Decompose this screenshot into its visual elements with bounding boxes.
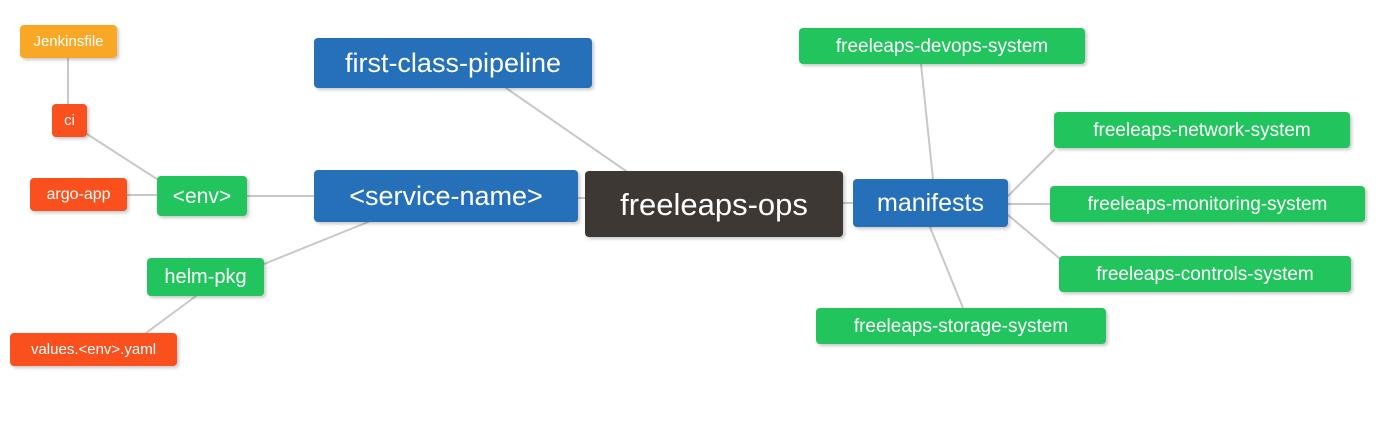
mindmap-node-freeleaps-devops-system[interactable]: freeleaps-devops-system	[799, 28, 1085, 64]
edge-manifests-to-freeleaps-storage-system	[929, 226, 964, 309]
mindmap-node-jenkinsfile[interactable]: Jenkinsfile	[20, 25, 117, 58]
mindmap-node-service-name[interactable]: <service-name>	[314, 170, 578, 222]
mindmap-node-freeleaps-controls-system[interactable]: freeleaps-controls-system	[1059, 256, 1351, 292]
mindmap-node-helm-pkg[interactable]: helm-pkg	[147, 258, 264, 296]
edge-manifests-to-freeleaps-network-system	[1007, 149, 1055, 197]
edge-first-class-pipeline-to-freeleaps-ops	[505, 87, 627, 172]
mindmap-node-freeleaps-network-system[interactable]: freeleaps-network-system	[1054, 112, 1350, 148]
mindmap-node-manifests[interactable]: manifests	[853, 179, 1008, 227]
edge-helm-pkg-to-service-name	[263, 221, 369, 265]
mindmap-node-ci[interactable]: ci	[52, 104, 87, 137]
mindmap-node-env[interactable]: <env>	[157, 176, 247, 216]
mindmap-node-argo-app[interactable]: argo-app	[30, 178, 127, 211]
edge-manifests-to-freeleaps-devops-system	[920, 63, 934, 180]
mindmap-node-freeleaps-ops[interactable]: freeleaps-ops	[585, 171, 843, 237]
mindmap-node-freeleaps-storage-system[interactable]: freeleaps-storage-system	[816, 308, 1106, 344]
edge-values-yaml-to-helm-pkg	[145, 295, 197, 334]
mindmap-node-freeleaps-monitoring-system[interactable]: freeleaps-monitoring-system	[1050, 186, 1365, 222]
mindmap-node-values-yaml[interactable]: values.<env>.yaml	[10, 333, 177, 366]
mindmap-node-first-class-pipeline[interactable]: first-class-pipeline	[314, 38, 592, 88]
edge-ci-to-env	[86, 133, 161, 182]
